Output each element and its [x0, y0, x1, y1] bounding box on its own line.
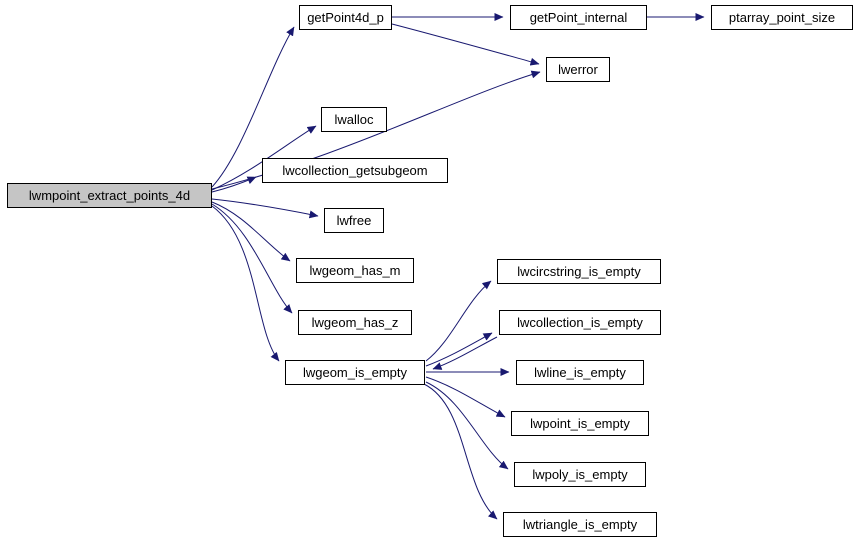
edge-lwmpoint_extract_points_4d-to-lwgeom_has_m — [211, 201, 291, 262]
graph-node-lwcollection_is_empty[interactable]: lwcollection_is_empty — [499, 310, 661, 335]
graph-node-lwgeom_has_m[interactable]: lwgeom_has_m — [296, 258, 414, 283]
graph-node-lwalloc[interactable]: lwalloc — [321, 107, 387, 132]
graph-node-ptarray_point_size[interactable]: ptarray_point_size — [711, 5, 853, 30]
edge-lwgeom_is_empty-to-lwtriangle_is_empty — [423, 383, 498, 520]
edge-lwgeom_is_empty-to-lwcircstring_is_empty — [425, 280, 492, 362]
graph-node-getPoint_internal[interactable]: getPoint_internal — [510, 5, 647, 30]
graph-node-lwerror[interactable]: lwerror — [546, 57, 610, 82]
edge-lwgeom_is_empty-to-lwpoint_is_empty — [425, 376, 506, 418]
graph-node-lwpoly_is_empty[interactable]: lwpoly_is_empty — [514, 462, 646, 487]
graph-node-lwgeom_has_z[interactable]: lwgeom_has_z — [298, 310, 412, 335]
graph-node-lwpoint_is_empty[interactable]: lwpoint_is_empty — [511, 411, 649, 436]
graph-node-getPoint4d_p[interactable]: getPoint4d_p — [299, 5, 392, 30]
edge-lwmpoint_extract_points_4d-to-lwfree — [211, 198, 319, 219]
edge-lwgeom_is_empty-to-lwpoly_is_empty — [425, 381, 509, 470]
edge-lwmpoint_extract_points_4d-to-lwgeom_has_z — [211, 203, 293, 314]
graph-node-lwcircstring_is_empty[interactable]: lwcircstring_is_empty — [497, 259, 661, 284]
graph-node-lwline_is_empty[interactable]: lwline_is_empty — [516, 360, 644, 385]
edge-lwmpoint_extract_points_4d-to-lwgeom_is_empty — [211, 205, 280, 362]
edge-lwcollection_is_empty-to-lwgeom_is_empty — [432, 336, 498, 370]
graph-node-lwgeom_is_empty[interactable]: lwgeom_is_empty — [285, 360, 425, 385]
graph-node-lwcollection_getsubgeom[interactable]: lwcollection_getsubgeom — [262, 158, 448, 183]
graph-node-lwfree[interactable]: lwfree — [324, 208, 384, 233]
edge-lwgeom_is_empty-to-lwcollection_is_empty — [425, 332, 493, 367]
graph-node-lwtriangle_is_empty[interactable]: lwtriangle_is_empty — [503, 512, 657, 537]
edge-getPoint4d_p-to-lwerror — [391, 23, 540, 66]
edge-lwmpoint_extract_points_4d-to-lwcollection_getsubgeom — [211, 176, 257, 193]
graph-node-lwmpoint_extract_points_4d: lwmpoint_extract_points_4d — [7, 183, 212, 208]
